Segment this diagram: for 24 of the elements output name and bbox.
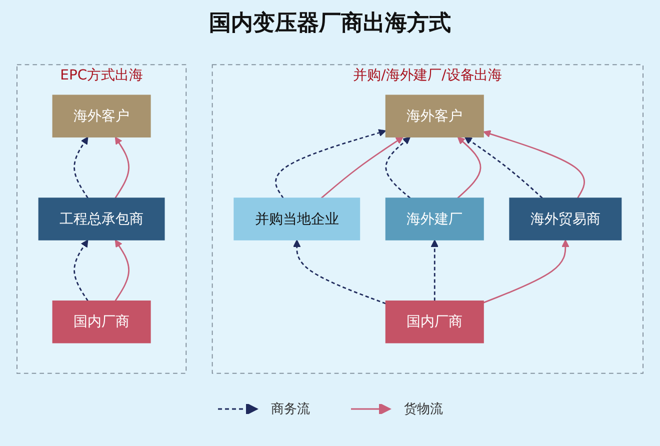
node-box: 国内厂商 [52, 300, 151, 344]
node-box: 海外贸易商 [509, 198, 622, 240]
node-box: 海外客户 [385, 94, 484, 138]
arrow [74, 240, 88, 302]
node-box: 国内厂商 [385, 300, 484, 344]
arrow [114, 240, 130, 302]
arrow [483, 130, 585, 198]
arrow [275, 129, 386, 198]
arrow [464, 136, 543, 199]
arrow [320, 136, 404, 199]
arrow [293, 240, 386, 304]
node-box: 海外建厂 [385, 198, 484, 240]
arrow [114, 136, 130, 198]
node-box: 工程总承包商 [38, 198, 165, 240]
node-box: 并购当地企业 [234, 198, 360, 240]
arrow [457, 136, 482, 199]
legend-label: 货物流 [404, 401, 443, 418]
arrow [385, 136, 411, 199]
arrow [483, 240, 570, 304]
node-box: 海外客户 [52, 94, 151, 138]
arrow [74, 136, 88, 198]
arrow [430, 240, 438, 301]
legend-label: 商务流 [271, 401, 310, 418]
diagram-title: 国内变压器厂商出海方式 [208, 10, 452, 38]
